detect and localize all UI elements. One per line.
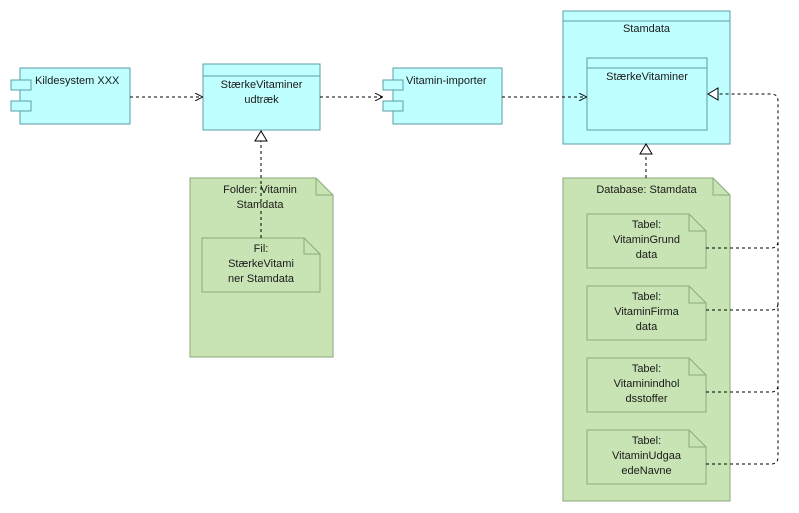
extract-label-line1: StærkeVitaminer bbox=[220, 79, 303, 91]
file-label-line2: StærkeVitami bbox=[228, 258, 294, 270]
extract-label-line2: udtræk bbox=[244, 94, 279, 106]
file-document-fold bbox=[303, 238, 320, 255]
stamdata-title: Stamdata bbox=[622, 23, 671, 35]
table-3-line3: dsstoffer bbox=[625, 393, 668, 405]
table-3-line1: Tabel: bbox=[631, 363, 662, 375]
table-2-line2: VitaminFirma bbox=[614, 306, 679, 318]
source-system-port-bottom bbox=[10, 100, 32, 112]
table-1-line3: data bbox=[635, 249, 658, 261]
importer-label: Vitamin-importer bbox=[406, 75, 487, 87]
folder-title-line2: Stamdata bbox=[236, 199, 284, 211]
folder-title-line1: Folder: Vitamin bbox=[223, 184, 297, 196]
file-label-line1: Fil: bbox=[253, 243, 269, 255]
importer-port-top bbox=[382, 79, 404, 91]
importer-port-bottom bbox=[382, 100, 404, 112]
source-system-box bbox=[19, 67, 131, 125]
file-label: Fil: StærkeVitami ner Stamdata bbox=[202, 242, 320, 287]
table-4-line1: Tabel: bbox=[631, 435, 662, 447]
database-title: Database: Stamdata bbox=[596, 184, 697, 196]
table-2-line3: data bbox=[635, 321, 658, 333]
staerkevitaminer-inner-box bbox=[586, 57, 708, 131]
table-document-shapes bbox=[586, 213, 707, 485]
table-4-line2: VitaminUdgaa bbox=[612, 450, 681, 462]
table-label: Tabel: VitaminUdgaa edeNavne bbox=[587, 434, 706, 479]
realization-triangle-staerkevitaminer bbox=[707, 87, 719, 101]
table-3-line2: Vitaminindhol bbox=[613, 378, 680, 390]
database-document-fold bbox=[712, 178, 730, 196]
realization-triangle-extract bbox=[254, 130, 268, 142]
realization-triangle-stamdata bbox=[639, 143, 653, 155]
extract-label: StærkeVitaminer udtræk bbox=[203, 78, 320, 108]
table-label: Tabel: VitaminGrund data bbox=[587, 218, 706, 263]
table-label: Tabel: VitaminFirma data bbox=[587, 290, 706, 335]
file-document-shape bbox=[201, 237, 321, 293]
importer-box bbox=[392, 67, 503, 125]
edge-table-1 bbox=[706, 93, 779, 249]
table-label: Tabel: Vitaminindhol dsstoffer bbox=[587, 362, 706, 407]
extract-artifact-box bbox=[202, 63, 321, 131]
table-4-line3: edeNavne bbox=[621, 465, 672, 477]
folder-title: Folder: Vitamin Stamdata bbox=[190, 183, 330, 213]
folder-document-fold bbox=[315, 178, 333, 196]
file-label-line3: ner Stamdata bbox=[227, 273, 295, 285]
source-system-port-top bbox=[10, 79, 32, 91]
table-1-line1: Tabel: bbox=[631, 219, 662, 231]
source-system-label: Kildesystem XXX bbox=[35, 75, 120, 87]
table-2-line1: Tabel: bbox=[631, 291, 662, 303]
staerkevitaminer-inner-title: StærkeVitaminer bbox=[606, 71, 688, 83]
table-1-line2: VitaminGrund bbox=[612, 234, 681, 246]
